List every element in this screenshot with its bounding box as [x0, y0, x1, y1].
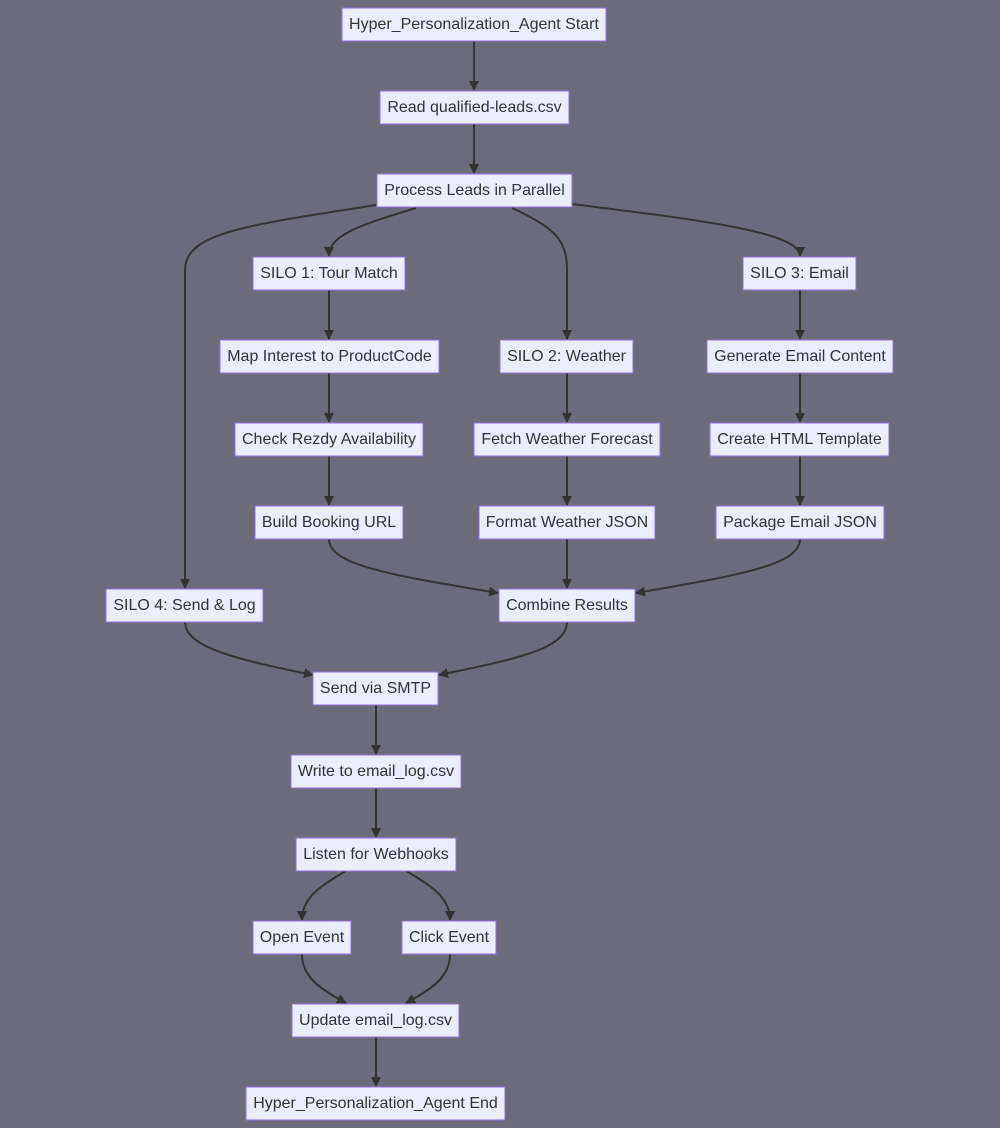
node-read-leads: Read qualified-leads.csv	[379, 90, 570, 125]
node-silo2-label: SILO 2: Weather	[507, 348, 627, 365]
node-listen-webhooks: Listen for Webhooks	[295, 837, 457, 872]
node-combine-label: Combine Results	[506, 597, 628, 614]
node-format-weather: Format Weather JSON	[478, 505, 656, 540]
node-send-smtp: Send via SMTP	[312, 671, 439, 706]
node-check-rezdy: Check Rezdy Availability	[234, 422, 424, 457]
node-write-log-label: Write to email_log.csv	[298, 763, 454, 780]
node-process-parallel-label: Process Leads in Parallel	[384, 182, 565, 199]
node-map-interest-label: Map Interest to ProductCode	[227, 348, 432, 365]
node-silo1-label: SILO 1: Tour Match	[260, 265, 398, 282]
node-silo4-label: SILO 4: Send & Log	[113, 597, 255, 614]
node-open-event: Open Event	[252, 920, 352, 955]
node-fetch-weather-label: Fetch Weather Forecast	[481, 431, 653, 448]
edge-silo4-to-send-smtp	[184, 621, 314, 679]
edge-package-email-to-combine	[635, 538, 801, 597]
edge-combine-to-send-smtp	[438, 621, 568, 679]
node-start-label: Hyper_Personalization_Agent Start	[349, 16, 599, 33]
node-silo1: SILO 1: Tour Match	[252, 256, 406, 291]
edge-listen-webhooks-to-open-event	[297, 870, 347, 921]
node-end: Hyper_Personalization_Agent End	[245, 1086, 506, 1121]
node-start: Hyper_Personalization_Agent Start	[341, 7, 607, 42]
node-end-label: Hyper_Personalization_Agent End	[253, 1095, 498, 1112]
node-format-weather-label: Format Weather JSON	[486, 514, 648, 531]
node-generate-email: Generate Email Content	[706, 339, 894, 374]
edge-open-event-to-update-log	[301, 953, 347, 1004]
node-process-parallel: Process Leads in Parallel	[376, 173, 573, 208]
node-write-log: Write to email_log.csv	[290, 754, 462, 789]
edge-process-to-silo3	[571, 203, 805, 257]
node-update-log-label: Update email_log.csv	[299, 1012, 452, 1029]
node-create-html: Create HTML Template	[709, 422, 890, 457]
edge-build-url-to-combine	[328, 538, 499, 597]
node-generate-email-label: Generate Email Content	[714, 348, 886, 365]
node-listen-webhooks-label: Listen for Webhooks	[303, 846, 449, 863]
node-package-email: Package Email JSON	[715, 505, 885, 540]
edge-listen-webhooks-to-click-event	[405, 870, 455, 921]
node-package-email-label: Package Email JSON	[723, 514, 877, 531]
node-send-smtp-label: Send via SMTP	[320, 680, 431, 697]
node-update-log: Update email_log.csv	[291, 1003, 460, 1038]
edge-process-to-silo2	[511, 207, 572, 340]
node-combine: Combine Results	[498, 588, 636, 623]
node-silo3: SILO 3: Email	[742, 256, 857, 291]
node-create-html-label: Create HTML Template	[717, 431, 882, 448]
node-open-event-label: Open Event	[260, 929, 345, 946]
node-click-event: Click Event	[401, 920, 497, 955]
node-map-interest: Map Interest to ProductCode	[219, 339, 440, 374]
node-silo2: SILO 2: Weather	[499, 339, 634, 374]
node-fetch-weather: Fetch Weather Forecast	[473, 422, 661, 457]
node-silo4: SILO 4: Send & Log	[105, 588, 264, 623]
node-check-rezdy-label: Check Rezdy Availability	[242, 431, 416, 448]
node-silo3-label: SILO 3: Email	[750, 265, 849, 282]
nodes: Hyper_Personalization_Agent Start Read q…	[105, 7, 894, 1121]
node-build-url-label: Build Booking URL	[262, 514, 396, 531]
node-build-url: Build Booking URL	[254, 505, 404, 540]
edge-process-to-silo1	[324, 207, 417, 257]
edges	[180, 41, 805, 1087]
edge-process-to-silo4	[180, 204, 377, 589]
edge-click-event-to-update-log	[405, 953, 451, 1004]
node-read-leads-label: Read qualified-leads.csv	[387, 99, 561, 116]
node-click-event-label: Click Event	[409, 929, 490, 946]
